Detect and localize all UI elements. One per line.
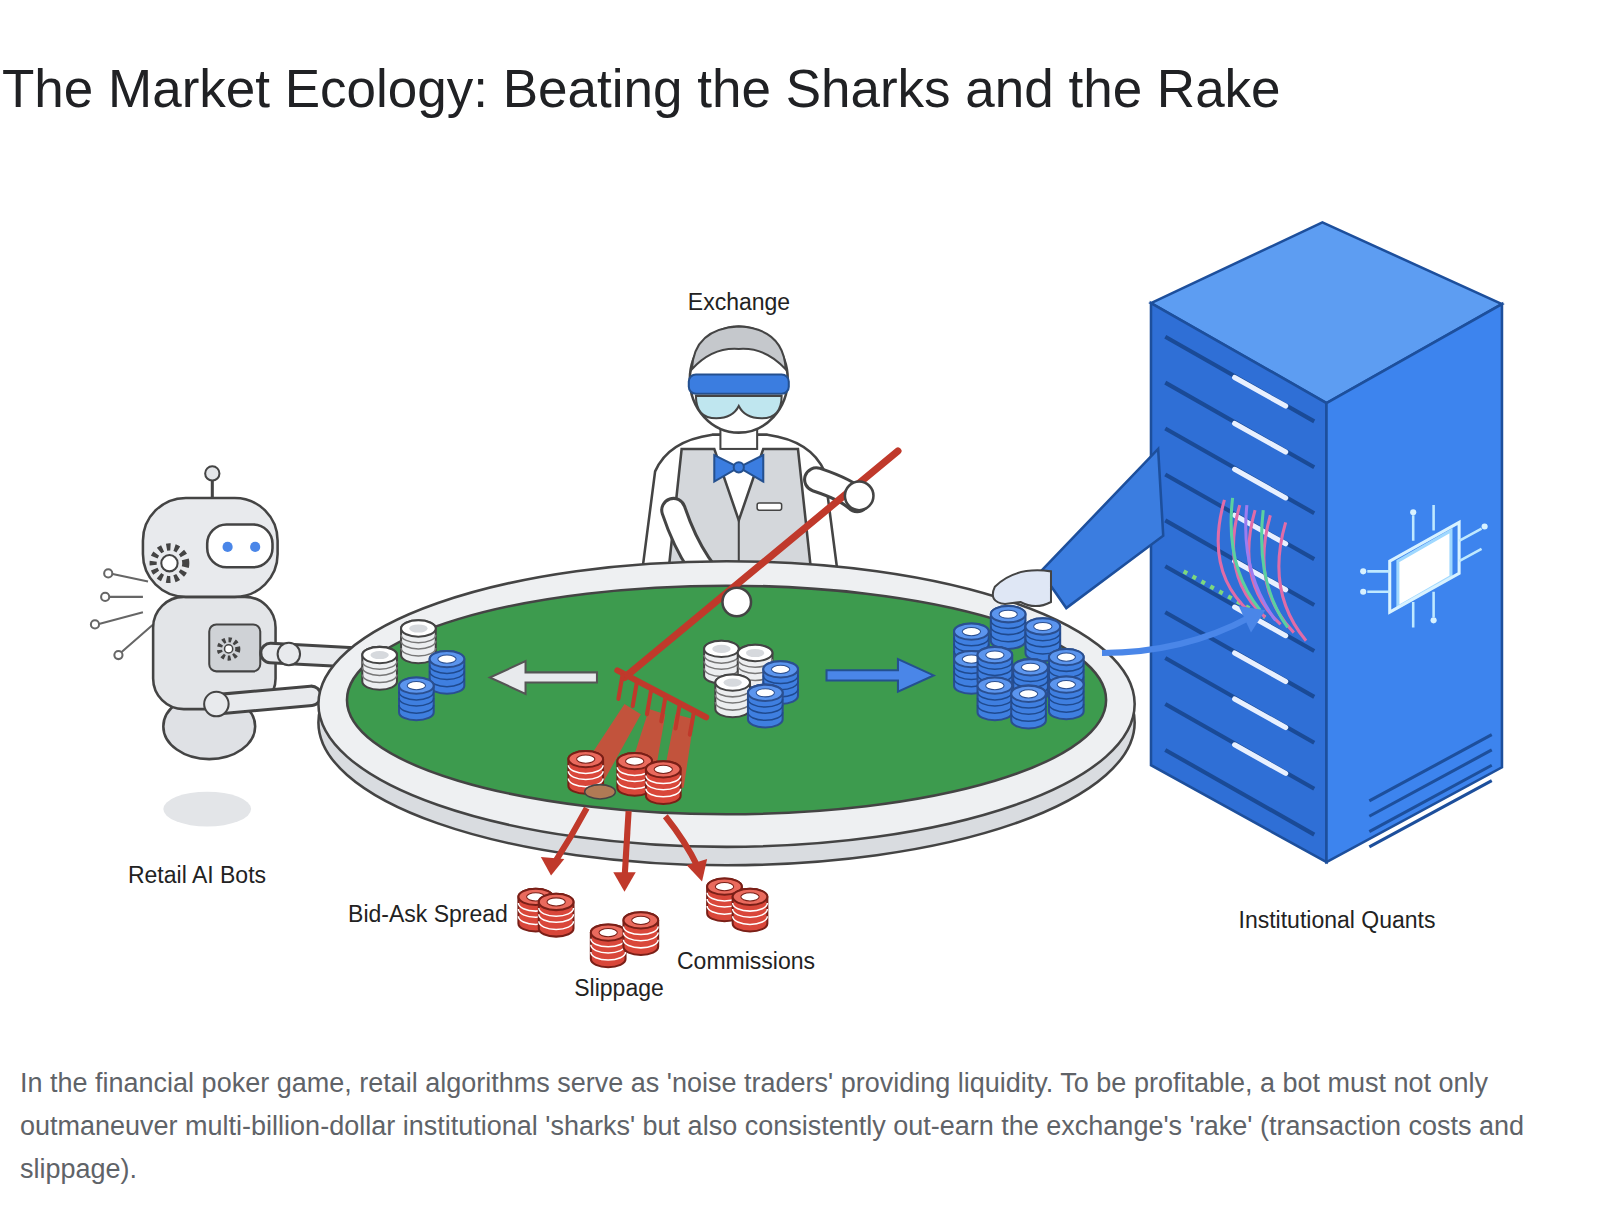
retail-robot-part: [207, 524, 272, 567]
rake-flows-part: [646, 761, 681, 804]
rake-flows-part: [585, 785, 616, 799]
quant-server-part: [1369, 735, 1491, 847]
retail-robot-part: [163, 792, 251, 827]
retail-robot-part: [219, 640, 237, 658]
chip-stacks-part: [715, 674, 750, 717]
poker-table-part: [347, 586, 1106, 815]
rake-flows-part: [613, 872, 635, 891]
exchange-dealer-part: [689, 374, 789, 393]
retail-robot-part: [204, 692, 228, 716]
title: The Market Ecology: Beating the Sharks a…: [2, 58, 1281, 119]
quant-server-part: [1482, 523, 1488, 529]
quant-server-part: [1326, 304, 1501, 862]
retail-robot-part: [153, 547, 186, 580]
figure-label: Exchange: [688, 289, 790, 316]
quant-server-part: [1165, 337, 1314, 835]
chip-stacks-part: [748, 685, 783, 728]
quant-server-part: [1246, 505, 1276, 620]
retail-robot-part: [101, 593, 109, 601]
rake-flows-part: [665, 816, 698, 867]
figure-label: Retail AI Bots: [128, 862, 266, 889]
rake-flows-part: [625, 451, 898, 678]
exchange-dealer: [641, 326, 857, 599]
retail-robot-part: [219, 696, 311, 704]
figure-label: Slippage: [574, 975, 664, 1002]
rake-flows-part: [722, 588, 751, 617]
quant-server: [993, 222, 1502, 862]
rake-flows-part: [733, 889, 768, 932]
chip-stacks: [362, 606, 1083, 728]
exchange-dealer-part: [757, 503, 781, 510]
rake-flows-part: [623, 912, 658, 955]
quant-server-part: [1367, 505, 1481, 627]
quant-server-part: [1231, 498, 1288, 628]
rake-flows-part: [845, 482, 874, 511]
poker-table: [318, 561, 1134, 865]
retail-robot-part: [97, 573, 153, 653]
chip-stacks-part: [991, 606, 1026, 649]
figure-label: Commissions: [677, 948, 815, 975]
exchange-dealer-part: [692, 326, 786, 369]
retail-robot-part: [205, 466, 219, 480]
rake-flows: [518, 451, 898, 967]
quant-server-part: [1151, 303, 1326, 862]
exchange-dealer-part: [696, 396, 782, 418]
chip-stacks-part: [430, 651, 465, 694]
poker-table-part: [318, 561, 1134, 847]
flow-arrows-part: [827, 659, 934, 692]
rake-flows-part: [591, 924, 626, 967]
chip-stacks-part: [978, 677, 1013, 720]
retail-robot-part: [219, 696, 311, 704]
rake-flows-part: [541, 857, 564, 875]
caption: In the financial poker game, retail algo…: [20, 1062, 1580, 1191]
retail-robot: [91, 466, 368, 826]
quant-server-part: [1239, 606, 1266, 633]
rake-flows-part: [553, 808, 587, 865]
chip-stacks-part: [362, 647, 397, 690]
rake-flows-part: [618, 675, 694, 734]
retail-robot-part: [91, 620, 99, 628]
chip-stacks-part: [1049, 676, 1084, 719]
chip-stacks-part: [1011, 686, 1046, 729]
retail-robot-part: [278, 643, 300, 665]
rake-flows-part: [539, 894, 574, 937]
quant-server-part: [1410, 509, 1416, 515]
retail-robot-part: [209, 624, 260, 671]
figure-label: Bid-Ask Spread: [348, 901, 508, 928]
rake-flows-part: [687, 859, 707, 881]
figure-label: Institutional Quants: [1239, 907, 1436, 934]
retail-robot-part: [223, 542, 233, 552]
exchange-dealer-part: [714, 455, 763, 482]
quant-server-part: [1102, 617, 1250, 653]
exchange-dealer-part: [734, 462, 744, 472]
chip-stacks-part: [399, 677, 434, 720]
rake-flows-part: [625, 811, 629, 879]
flow-arrows-part: [490, 661, 597, 694]
retail-robot-part: [104, 569, 112, 577]
quant-server-part: [1360, 568, 1366, 574]
retail-robot-part: [250, 542, 260, 552]
quant-server-part: [1390, 522, 1459, 612]
retail-robot-part: [114, 651, 122, 659]
quant-server-part: [1041, 449, 1163, 608]
quant-server-part: [1360, 589, 1366, 595]
retail-robot-part: [161, 555, 177, 571]
quant-server-part: [993, 570, 1051, 606]
retail-robot-part: [143, 498, 278, 597]
quant-server-part: [1431, 617, 1437, 623]
retail-robot-part: [225, 645, 233, 653]
